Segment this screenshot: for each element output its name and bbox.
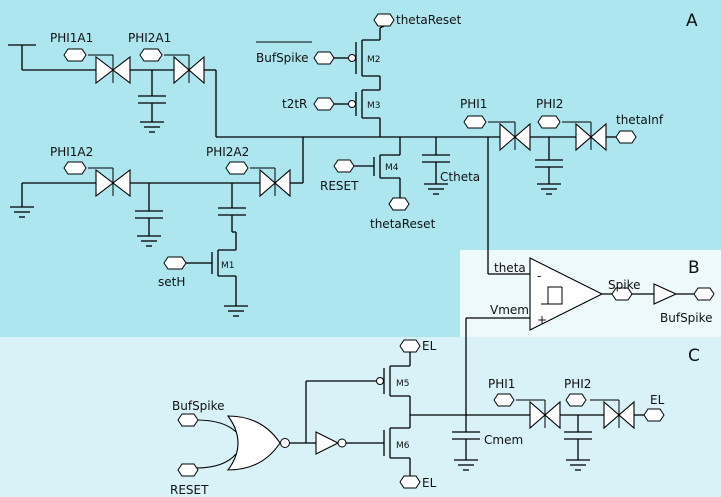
pin-reset-m4 bbox=[333, 159, 355, 173]
region-a-lower-left bbox=[0, 250, 460, 337]
pin-theta-reset-top bbox=[373, 13, 395, 27]
label-reset-m4: RESET bbox=[320, 179, 359, 193]
transmission-gate-phi1a2 bbox=[95, 168, 131, 198]
theta-node-wiring bbox=[216, 136, 530, 275]
pin-spike bbox=[611, 287, 633, 301]
label-el-right: EL bbox=[650, 393, 665, 407]
capacitor-c4 bbox=[535, 137, 563, 195]
transistor-m3: t2tR M3 bbox=[282, 89, 381, 137]
pin-buf-spike-bar bbox=[313, 51, 335, 65]
capacitor-ctheta: Ctheta bbox=[422, 137, 480, 195]
label-set-h: setH bbox=[158, 275, 185, 289]
label-m3: M3 bbox=[367, 101, 381, 111]
label-m4: M4 bbox=[385, 163, 399, 173]
label-phi2-c: PHI2 bbox=[564, 377, 591, 391]
label-t2tr: t2tR bbox=[282, 97, 307, 111]
transmission-gate-phi1a1 bbox=[95, 55, 131, 85]
label-el-bottom: EL bbox=[422, 476, 437, 490]
label-phi2-a: PHI2 bbox=[536, 97, 563, 111]
region-a-background bbox=[0, 0, 721, 250]
upper-switch-chain: PHI1A1 PHI2A1 bbox=[8, 31, 217, 137]
transistor-m2: BufSpike M2 thetaReset bbox=[256, 13, 462, 90]
label-m6: M6 bbox=[396, 441, 410, 451]
label-m1: M1 bbox=[221, 261, 235, 271]
label-comp-minus: - bbox=[537, 269, 541, 283]
pin-set-h bbox=[163, 256, 187, 270]
transmission-gate-phi1-a bbox=[499, 122, 531, 152]
pin-phi1-c bbox=[493, 393, 515, 407]
pin-t2tr bbox=[313, 97, 335, 111]
transistor-m5: EL M5 bbox=[306, 339, 437, 415]
transmission-gate-phi2a1 bbox=[173, 55, 205, 85]
label-buf-spike-out: BufSpike bbox=[660, 311, 713, 325]
transistor-m6: EL M6 bbox=[352, 415, 437, 490]
pin-buf-spike-in bbox=[177, 413, 199, 427]
transistor-m1: setH M1 bbox=[158, 232, 248, 317]
hysteresis-symbol bbox=[541, 286, 562, 305]
label-theta-inf: thetaInf bbox=[616, 113, 664, 127]
transmission-gate-phi2-c bbox=[603, 400, 635, 430]
pin-el-right bbox=[643, 408, 665, 422]
membrane-circuit: EL M5 EL M6 bbox=[170, 339, 665, 497]
pin-reset-in bbox=[177, 463, 199, 477]
label-spike: Spike bbox=[608, 278, 640, 292]
label-phi1-c: PHI1 bbox=[488, 377, 515, 391]
label-m5: M5 bbox=[396, 379, 410, 389]
label-comp-plus: + bbox=[537, 313, 547, 327]
label-buf-spike-bar: BufSpike bbox=[256, 51, 309, 65]
pin-phi2-c bbox=[565, 393, 587, 407]
label-cmem: Cmem bbox=[484, 433, 523, 447]
pin-buf-spike-out bbox=[693, 287, 715, 301]
transmission-gate-phi1-c bbox=[529, 400, 561, 430]
comparator: - + theta Vmem Spike BufSpike bbox=[465, 257, 715, 415]
pin-phi1a2 bbox=[63, 161, 87, 175]
capacitor-cmem: Cmem bbox=[452, 415, 523, 471]
pin-phi2a1 bbox=[139, 48, 163, 62]
label-buf-spike-in: BufSpike bbox=[172, 399, 225, 413]
pin-el-top bbox=[399, 339, 421, 353]
pin-theta-inf bbox=[615, 130, 637, 144]
label-theta: theta bbox=[494, 261, 526, 275]
label-phi1a2: PHI1A2 bbox=[50, 145, 93, 159]
region-c-background bbox=[0, 337, 721, 497]
label-ctheta: Ctheta bbox=[440, 170, 480, 184]
label-phi2a2: PHI2A2 bbox=[206, 145, 249, 159]
capacitor-c3 bbox=[218, 183, 246, 232]
section-label-c: C bbox=[688, 346, 700, 366]
output-buffer bbox=[653, 283, 678, 305]
pin-el-bottom bbox=[399, 475, 421, 489]
pin-phi2a2 bbox=[225, 161, 249, 175]
transmission-gate-phi2a2 bbox=[259, 168, 291, 198]
label-phi1a1: PHI1A1 bbox=[50, 31, 93, 45]
pin-phi1-a bbox=[463, 115, 487, 129]
label-theta-reset-top: thetaReset bbox=[396, 13, 462, 27]
label-phi2a1: PHI2A1 bbox=[128, 31, 171, 45]
label-reset-in: RESET bbox=[170, 483, 209, 497]
transistor-m4: RESET M4 thetaReset bbox=[320, 157, 436, 231]
label-el-top: EL bbox=[422, 339, 437, 353]
capacitor-c1 bbox=[138, 70, 166, 133]
capacitor-c5 bbox=[564, 415, 592, 471]
label-vmem: Vmem bbox=[490, 303, 529, 317]
pin-phi1a1 bbox=[63, 48, 87, 62]
label-phi1-a: PHI1 bbox=[460, 97, 487, 111]
pin-theta-reset-bottom bbox=[388, 197, 410, 211]
label-m2: M2 bbox=[367, 55, 381, 65]
transmission-gate-phi2-a bbox=[575, 122, 607, 152]
lower-switch-chain: PHI1A2 PHI2A2 bbox=[10, 137, 304, 247]
pin-phi2-a bbox=[537, 115, 561, 129]
theta-inf-switch-chain: PHI1 PHI2 thetaInf bbox=[460, 97, 664, 195]
inverter bbox=[315, 431, 352, 455]
comparator-triangle bbox=[529, 257, 604, 331]
section-label-b: B bbox=[688, 258, 700, 278]
nor-gate bbox=[195, 381, 316, 471]
section-label-a: A bbox=[686, 11, 698, 31]
label-theta-reset-bottom: thetaReset bbox=[370, 217, 436, 231]
capacitor-c2 bbox=[135, 183, 163, 247]
